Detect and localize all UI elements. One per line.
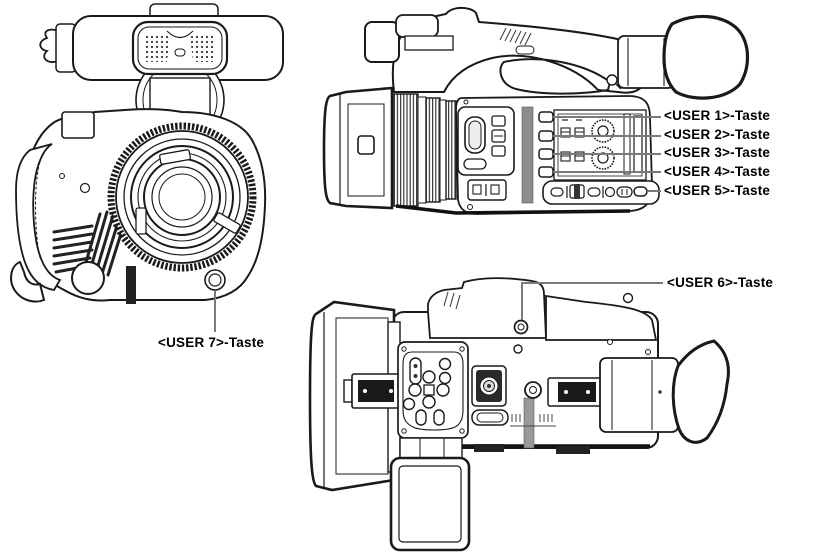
audio-panel — [553, 109, 647, 181]
control-pad — [397, 341, 469, 439]
left-side-view-illustration — [322, 6, 750, 215]
lcd-panel — [389, 437, 471, 552]
rec-button — [471, 365, 509, 426]
lens-hood-side — [322, 86, 394, 210]
accessory-shoe — [343, 373, 401, 409]
side-control-panel — [457, 106, 515, 176]
switch-panel — [467, 179, 507, 201]
user-4-button — [538, 166, 554, 178]
user-2-button — [538, 130, 554, 142]
mic-grille — [131, 20, 229, 76]
handle-shoe — [524, 377, 605, 407]
viewfinder-eyecup — [617, 14, 750, 100]
grip-strap — [10, 143, 136, 304]
label-user-3: <USER 3>-Taste — [664, 145, 771, 160]
bottom-button-row — [542, 180, 660, 205]
user-1-button — [538, 111, 554, 123]
user-3-button — [538, 148, 554, 160]
leader-line-user-6 — [521, 282, 663, 320]
label-user-2: <USER 2>-Taste — [664, 127, 771, 142]
side-top-handle — [364, 6, 650, 95]
label-user-5: <USER 5>-Taste — [664, 183, 771, 198]
user-7-button — [204, 269, 226, 291]
leader-lines — [214, 116, 663, 332]
focus-rings — [393, 93, 457, 207]
label-user-6: <USER 6>-Taste — [667, 275, 774, 290]
viewfinder-eyecup-side — [599, 339, 730, 444]
hatch-detail — [510, 414, 556, 427]
label-user-7: <USER 7>-Taste — [158, 335, 265, 350]
label-user-4: <USER 4>-Taste — [664, 164, 771, 179]
user-5-button — [633, 186, 648, 197]
lens-assembly — [107, 122, 257, 272]
small-button — [513, 344, 523, 354]
lcd-side-view-illustration — [308, 277, 730, 552]
label-user-1: <USER 1>-Taste — [664, 108, 771, 123]
speaker-cap — [71, 261, 105, 295]
front-view-illustration — [10, 3, 284, 304]
user-6-button — [513, 319, 529, 335]
